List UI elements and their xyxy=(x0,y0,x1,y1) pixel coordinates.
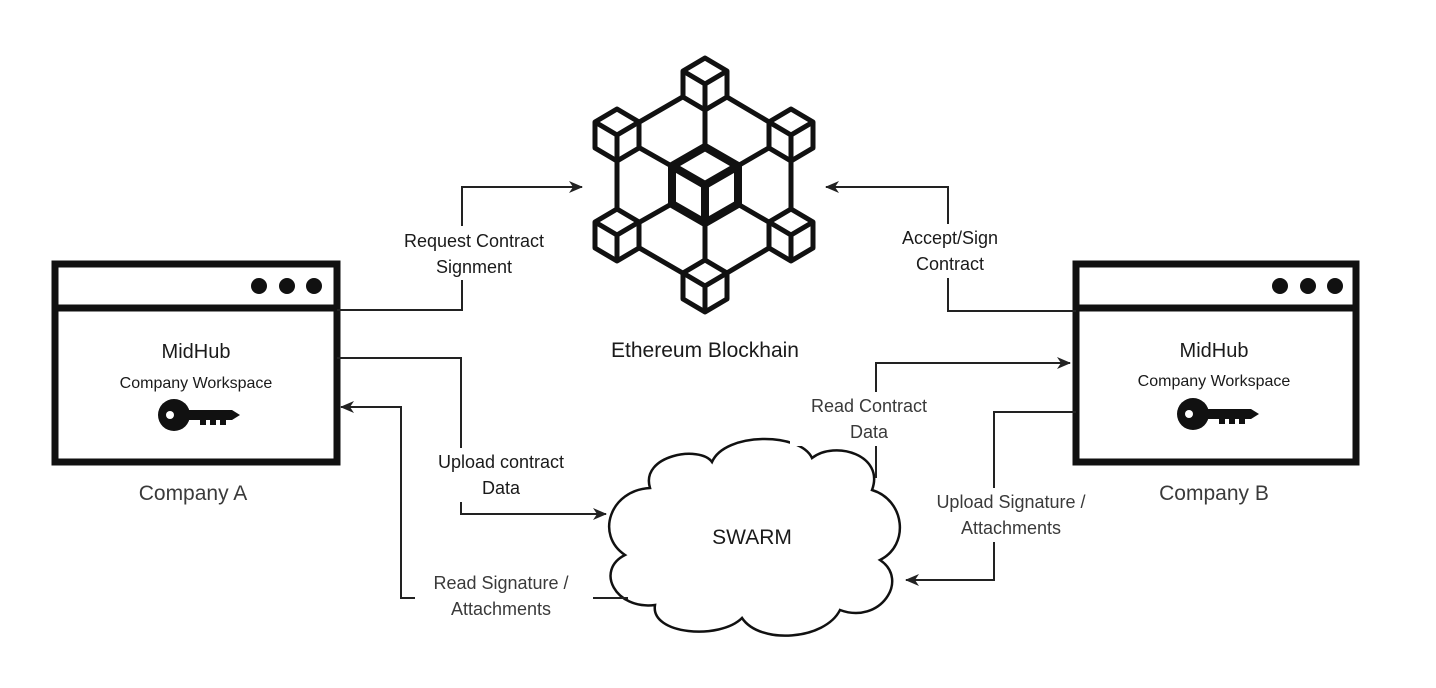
workspace-subtitle: Company Workspace xyxy=(120,375,273,392)
edge-label-upload-signature: Upload Signature / Attachments xyxy=(912,488,1112,542)
window-frame xyxy=(1072,260,1360,466)
cube-icon xyxy=(595,209,639,261)
cube-icon xyxy=(683,58,727,110)
svg-text:Accept/Sign: Accept/Sign xyxy=(902,228,998,248)
app-title: MidHub xyxy=(162,341,231,363)
blockchain-network xyxy=(595,58,813,312)
cube-icon xyxy=(595,109,639,161)
svg-text:Signment: Signment xyxy=(436,257,512,277)
blockchain-label: Ethereum Blockhain xyxy=(611,339,799,362)
window-dots-icon xyxy=(1272,278,1343,294)
edge-label-upload-contract: Upload contract Data xyxy=(416,448,586,502)
swarm-cloud-shape xyxy=(608,437,902,637)
svg-text:Data: Data xyxy=(482,478,521,498)
company-a-window: MidHub Company Workspace xyxy=(51,260,341,466)
swarm-label: SWARM xyxy=(712,526,792,549)
svg-text:Upload Signature /: Upload Signature / xyxy=(936,492,1085,512)
company-b-caption: Company B xyxy=(1159,482,1269,505)
window-dots-icon xyxy=(251,278,322,294)
edge-label-accept-sign: Accept/Sign Contract xyxy=(885,224,1015,278)
cloud-icon xyxy=(608,437,902,637)
svg-text:Attachments: Attachments xyxy=(961,518,1061,538)
cube-icon xyxy=(683,260,727,312)
company-b-window: MidHub Company Workspace xyxy=(1072,260,1360,466)
cube-icon xyxy=(769,109,813,161)
edge-label-read-contract: Read Contract Data xyxy=(790,392,948,446)
svg-text:Request Contract: Request Contract xyxy=(404,231,544,251)
cube-icon-central xyxy=(672,147,738,223)
edge-label-read-signature: Read Signature / Attachments xyxy=(415,569,593,623)
company-a-caption: Company A xyxy=(139,482,248,505)
arrow-upload-contract xyxy=(337,357,607,520)
svg-text:Upload contract: Upload contract xyxy=(438,452,564,472)
svg-text:Read Contract: Read Contract xyxy=(811,396,927,416)
svg-text:Data: Data xyxy=(850,422,889,442)
window-frame xyxy=(51,260,341,466)
app-title: MidHub xyxy=(1180,340,1249,362)
svg-text:Attachments: Attachments xyxy=(451,599,551,619)
edge-label-request-contract: Request Contract Signment xyxy=(383,226,565,280)
svg-text:Read Signature /: Read Signature / xyxy=(433,573,568,593)
svg-text:Contract: Contract xyxy=(916,254,984,274)
workspace-subtitle: Company Workspace xyxy=(1138,373,1291,390)
cube-icon xyxy=(769,209,813,261)
